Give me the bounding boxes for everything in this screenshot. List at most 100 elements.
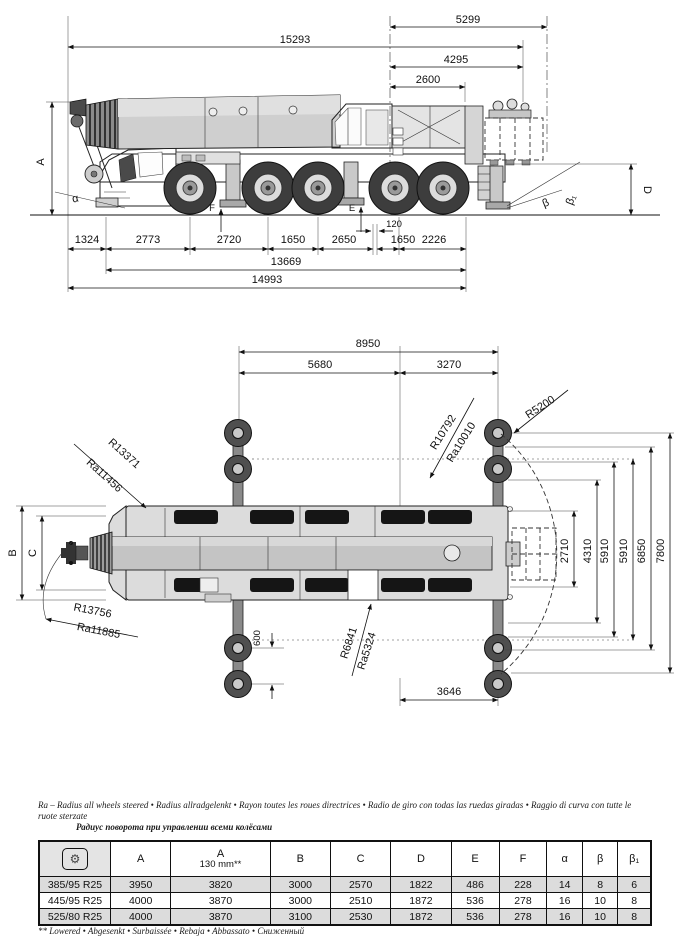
operator-cab <box>331 103 393 149</box>
col-header-F: F <box>498 840 548 877</box>
dim-4310: 4310 <box>582 539 594 563</box>
cell-alpha: 16 <box>546 892 583 909</box>
cell-d: 1822 <box>390 876 452 893</box>
telescopic-boom <box>117 94 341 150</box>
outrigger-beams <box>224 419 512 698</box>
cell-beta1: 8 <box>617 892 652 909</box>
dim-15293: 15293 <box>280 34 311 46</box>
dim-13669: 13669 <box>271 256 302 268</box>
dim-B-C-group: B C <box>7 505 106 601</box>
table-row: 525/80 R25 4000 3870 3100 2530 1872 536 … <box>38 908 652 926</box>
cell-beta: 10 <box>581 908 619 926</box>
cell-beta: 10 <box>581 892 619 909</box>
radius-front-left-inner: Ra11456 <box>84 457 125 495</box>
cell-f: 278 <box>498 908 548 926</box>
cell-beta: 8 <box>581 876 619 893</box>
dim-6850: 6850 <box>636 539 648 563</box>
dim-5910b: 5910 <box>618 539 630 563</box>
dim-7800: 7800 <box>655 539 667 563</box>
tire-size: 445/95 R25 <box>38 892 111 909</box>
dim-2710: 2710 <box>559 539 571 563</box>
col-header-A: A <box>109 840 172 877</box>
cell-e: 536 <box>450 892 500 909</box>
engine-deck <box>391 105 467 156</box>
label-beta: β <box>541 196 551 209</box>
cell-e: 536 <box>450 908 500 926</box>
footnote-ra-line2: Радиус поворота при управлении всеми кол… <box>76 822 273 832</box>
cell-b: 3000 <box>269 892 331 909</box>
bottom-dimensions-top-view: 600 3646 <box>252 630 499 706</box>
clearance-labels: α F E <box>54 191 364 232</box>
dim-14993: 14993 <box>252 274 283 286</box>
dim-8950: 8950 <box>356 338 380 350</box>
dim-2720: 2720 <box>217 234 241 246</box>
label-beta1: β₁ <box>564 193 579 207</box>
tire-icon: ⚙ <box>62 848 88 870</box>
dim-5910a: 5910 <box>599 539 611 563</box>
cell-b: 3100 <box>269 908 331 926</box>
col-header-E: E <box>450 840 500 877</box>
dim-2650: 2650 <box>332 234 356 246</box>
col-header-D: D <box>390 840 452 877</box>
radius-front-left-outer: R13371 <box>106 436 143 471</box>
deck-opening <box>347 569 379 601</box>
label-B: B <box>7 549 19 556</box>
dim-3646: 3646 <box>437 686 461 698</box>
label-alpha: α <box>71 192 80 205</box>
crane-top-illustration <box>61 433 558 675</box>
table-row: 445/95 R25 4000 3870 3000 2510 1872 536 … <box>38 892 652 909</box>
tire-size-column-header: ⚙ <box>38 840 111 877</box>
tire-size: 385/95 R25 <box>38 876 111 893</box>
dim-4295: 4295 <box>444 54 468 66</box>
cell-d: 1872 <box>390 892 452 909</box>
crane-side-illustration <box>69 94 544 215</box>
turning-radius-footnote: Ra – Radius all wheels steered • Radius … <box>38 800 652 833</box>
cell-d: 1872 <box>390 908 452 926</box>
dim-D-group: D β β₁ <box>506 161 653 216</box>
cell-c: 2530 <box>329 908 392 926</box>
right-width-dimensions: 2710 4310 5910 5910 6850 7800 <box>252 432 674 674</box>
dim-1324: 1324 <box>75 234 99 246</box>
cell-a: 4000 <box>109 908 172 926</box>
col-header-B: B <box>269 840 331 877</box>
cell-beta1: 8 <box>617 908 652 926</box>
radius-r5200: R5200 <box>524 394 558 422</box>
col-header-beta1: β₁ <box>617 840 652 877</box>
dim-5299: 5299 <box>456 14 480 26</box>
radius-rear-left-outer: R13756 <box>73 601 113 620</box>
label-F: F <box>209 203 215 214</box>
cell-a130: 3870 <box>170 892 271 909</box>
cell-f: 278 <box>498 892 548 909</box>
crane-top-view-drawing: 8950 5680 3270 <box>7 338 674 706</box>
dim-2226: 2226 <box>422 234 446 246</box>
top-dimensions: 8950 5680 3270 <box>238 338 499 537</box>
label-C: C <box>27 549 39 557</box>
dim-1650a: 1650 <box>281 234 305 246</box>
tire-size: 525/80 R25 <box>38 908 111 926</box>
col-header-beta: β <box>581 840 619 877</box>
wheels <box>163 161 470 215</box>
cell-a130: 3870 <box>170 908 271 926</box>
cell-beta1: 6 <box>617 876 652 893</box>
side-top-dimensions: 5299 15293 4295 2600 <box>67 14 548 90</box>
footnote-ra-line1: Ra – Radius all wheels steered • Radius … <box>38 800 632 821</box>
cell-c: 2510 <box>329 892 392 909</box>
cell-b: 3000 <box>269 876 331 893</box>
col-header-C: C <box>329 840 392 877</box>
radius-center-outer: R6841 <box>338 626 359 661</box>
label-D: D <box>641 186 653 194</box>
cell-a: 4000 <box>109 892 172 909</box>
cell-f: 228 <box>498 876 548 893</box>
boom-bellows <box>85 98 119 150</box>
crane-side-view-drawing: 5299 15293 4295 2600 <box>30 14 660 292</box>
cell-a: 3950 <box>109 876 172 893</box>
cell-e: 486 <box>450 876 500 893</box>
dim-A-group: A <box>35 101 72 216</box>
dim-600: 600 <box>252 630 263 646</box>
col-header-alpha: α <box>546 840 583 877</box>
radius-rear-left-inner: Ra11885 <box>76 621 121 641</box>
cell-alpha: 14 <box>546 876 583 893</box>
label-E: E <box>349 203 355 214</box>
